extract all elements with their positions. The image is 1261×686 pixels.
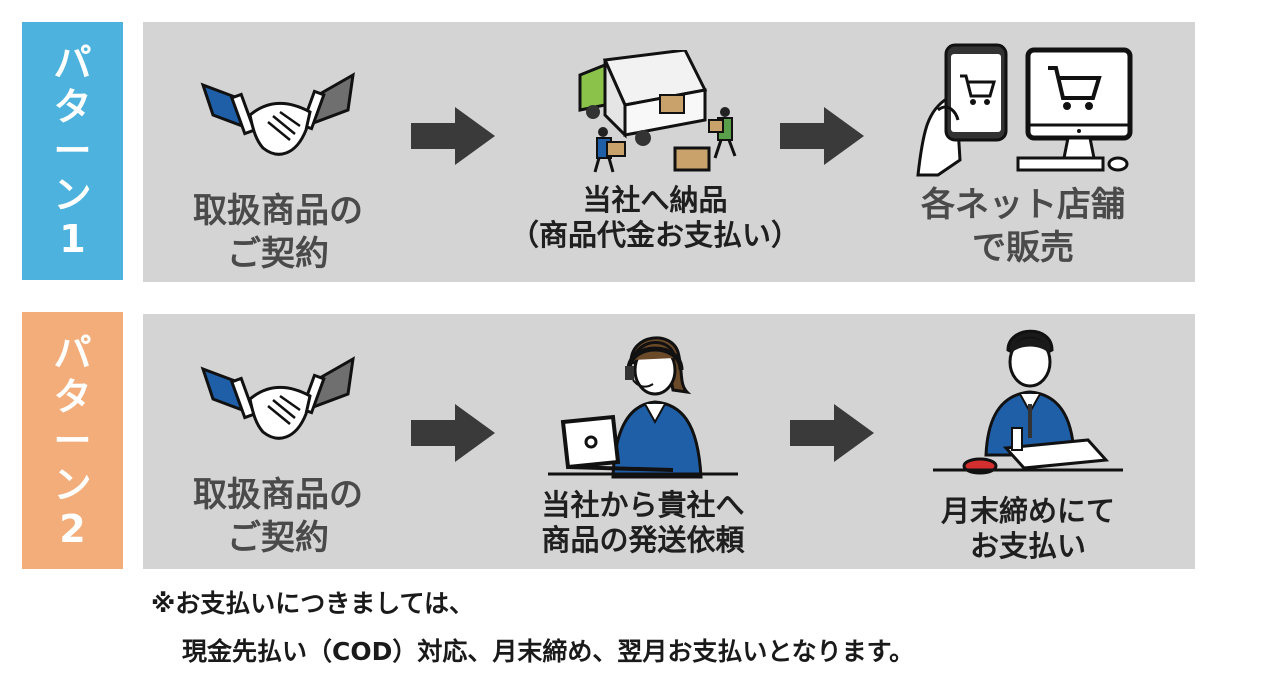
pattern-1-step-online-sales: 各ネット店舗 で販売 [903, 40, 1143, 270]
caption-line: 月末締めにて [940, 494, 1115, 528]
caption-line: ご契約 [227, 234, 329, 274]
arrow-right-icon [411, 107, 495, 165]
caption-line: 各ネット店舗 [921, 185, 1125, 225]
caption-line: 当社から貴社へ [541, 488, 745, 522]
pattern-1-char: パ [53, 41, 92, 85]
pattern-2-step-order-request-caption: 当社から貴社へ 商品の発送依頼 [541, 488, 744, 558]
pattern-2-char: 2 [59, 506, 86, 551]
pattern-2-step-monthly-payment: 月末締めにて お支払い [913, 320, 1143, 564]
caption-line: （商品代金お支払い） [510, 218, 801, 252]
online-shopping-icon [916, 43, 1133, 177]
pattern-2-char: パ [53, 330, 92, 375]
caption-line: お支払い [969, 529, 1086, 563]
pattern-1-char: タ [53, 85, 92, 129]
pattern-2-char: ン [53, 462, 92, 507]
pattern-2-step-contract: 取扱商品の ご契約 [193, 344, 363, 560]
caption-line: 商品の発送依頼 [541, 523, 745, 557]
businessman-stamp-icon [933, 329, 1123, 475]
pattern-1-char: 1 [59, 217, 86, 261]
pattern-1-panel: 取扱商品の ご契約 当社へ納品 [143, 22, 1195, 282]
pattern-2-label: パ タ ー ン 2 [22, 312, 123, 569]
pattern-1-char: ー [53, 129, 92, 173]
handshake-icon [200, 72, 355, 156]
caption-line: で販売 [972, 228, 1074, 268]
caption-line: 取扱商品の [193, 475, 363, 515]
caption-line: 取扱商品の [193, 191, 363, 231]
pattern-1-step-delivery-caption: 当社へ納品 （商品代金お支払い） [510, 183, 800, 253]
payment-note-detail: 現金先払い（COD）対応、月末締め、翌月お支払いとなります。 [182, 637, 915, 666]
pattern-2-char: ー [53, 418, 92, 463]
arrow-right-icon [790, 404, 874, 462]
arrow-right-icon [780, 107, 864, 165]
arrow-right-icon [411, 404, 495, 462]
pattern-1-step-delivery: 当社へ納品 （商品代金お支払い） [510, 50, 800, 253]
pattern-2-step-order-request: 当社から貴社へ 商品の発送依頼 [523, 322, 763, 558]
delivery-truck-icon [578, 50, 737, 173]
pattern-1-step-contract: 取扱商品の ご契約 [193, 60, 363, 276]
caption-line: ご契約 [227, 518, 329, 558]
pattern-2-step-contract-caption: 取扱商品の ご契約 [193, 474, 363, 560]
pattern-1-step-online-sales-caption: 各ネット店舗 で販売 [921, 184, 1125, 270]
pattern-1-char: ン [53, 173, 92, 217]
pattern-2-step-monthly-payment-caption: 月末締めにて お支払い [941, 494, 1115, 564]
pattern-2-char: タ [53, 374, 92, 419]
operator-laptop-icon [548, 336, 738, 479]
pattern-2-panel: 取扱商品の ご契約 当社から貴社へ 商品の発送依頼 [143, 314, 1195, 569]
pattern-1-step-contract-caption: 取扱商品の ご契約 [193, 190, 363, 276]
caption-line: 当社へ納品 [582, 183, 728, 217]
handshake-icon [200, 356, 355, 440]
payment-note-heading: ※お支払いにつきましては、 [151, 589, 475, 618]
pattern-1-label: パ タ ー ン 1 [22, 22, 123, 280]
